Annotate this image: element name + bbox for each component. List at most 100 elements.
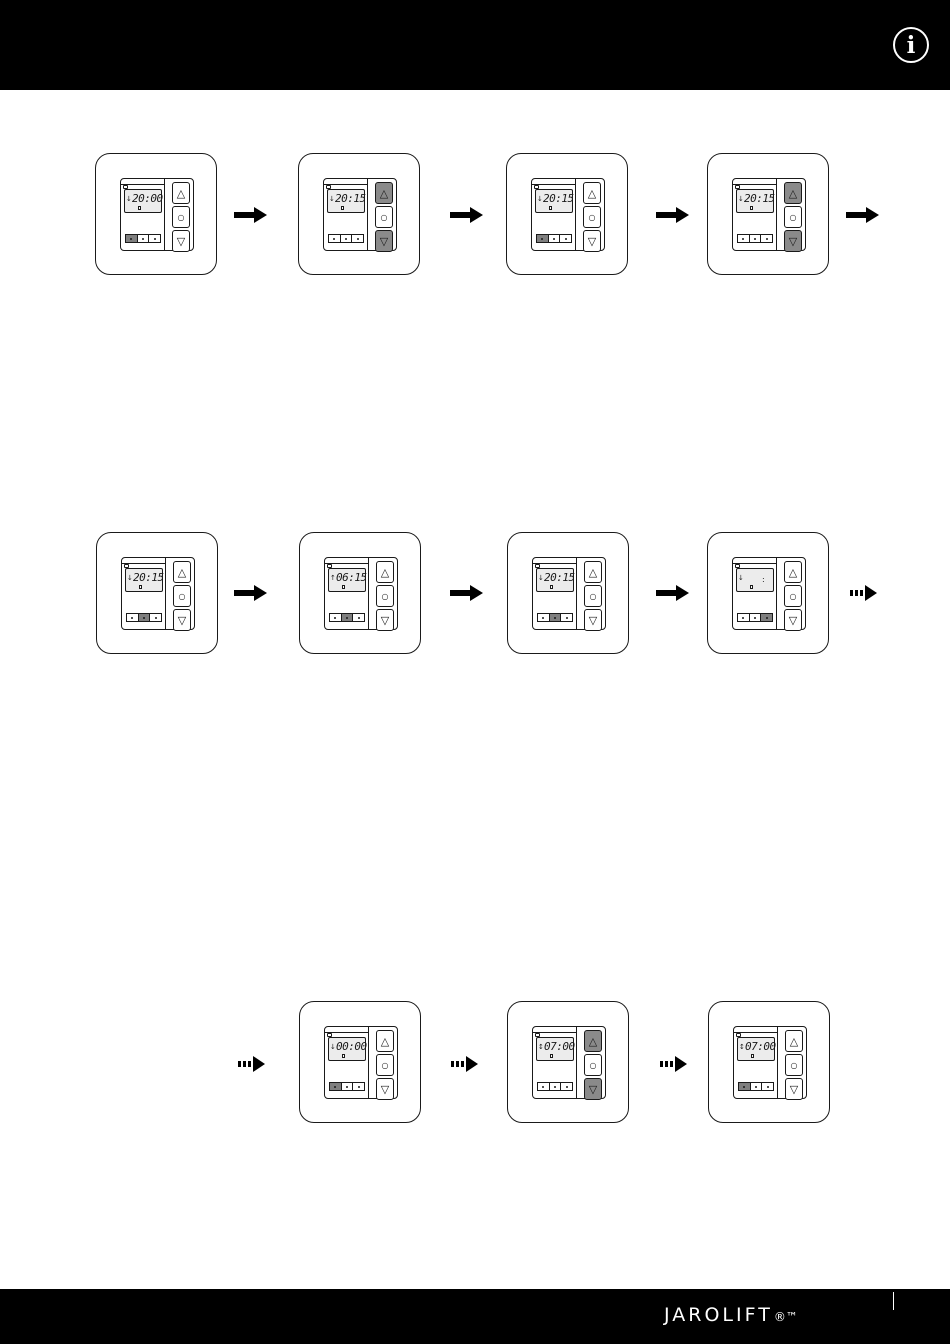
mode-button[interactable] xyxy=(342,614,354,621)
ok-key[interactable]: ○ xyxy=(583,206,601,228)
direction-icon: ↕ xyxy=(739,1044,745,1051)
ok-key[interactable]: ○ xyxy=(376,1054,394,1076)
ok-key[interactable]: ○ xyxy=(584,1054,602,1076)
ok-key[interactable]: ○ xyxy=(376,585,394,607)
footer-bar xyxy=(0,1289,950,1344)
mode-button[interactable] xyxy=(750,235,762,242)
down-key[interactable]: ▽ xyxy=(376,1078,394,1100)
up-key[interactable]: △ xyxy=(376,561,394,583)
direction-icon: ↕ xyxy=(538,1044,544,1051)
up-key[interactable]: △ xyxy=(784,182,802,204)
mode-button[interactable] xyxy=(751,1083,763,1090)
down-key[interactable]: ▽ xyxy=(584,609,602,631)
down-key[interactable]: ▽ xyxy=(784,230,802,252)
up-key[interactable]: △ xyxy=(376,1030,394,1052)
ok-key[interactable]: ○ xyxy=(584,585,602,607)
up-key[interactable]: △ xyxy=(784,561,802,583)
lcd-display: ↓ 20:15 xyxy=(736,189,774,213)
mode-button[interactable] xyxy=(550,614,562,621)
direction-icon: ↓ xyxy=(127,575,133,582)
dashed-arrow-icon xyxy=(238,1056,272,1072)
up-key[interactable]: △ xyxy=(583,182,601,204)
mode-button[interactable] xyxy=(538,1083,550,1090)
lcd-indicator xyxy=(341,206,344,210)
lcd-time: 07:00 xyxy=(544,1040,574,1054)
mode-button[interactable] xyxy=(150,614,161,621)
lcd-indicator xyxy=(750,206,753,210)
down-key[interactable]: ▽ xyxy=(584,1078,602,1100)
mode-button[interactable] xyxy=(342,1083,354,1090)
mode-button[interactable] xyxy=(330,1083,342,1090)
mode-button[interactable] xyxy=(761,614,772,621)
up-key[interactable]: △ xyxy=(584,1030,602,1052)
mode-button[interactable] xyxy=(561,1083,572,1090)
mode-button[interactable] xyxy=(352,235,363,242)
mode-button[interactable] xyxy=(139,614,151,621)
dashed-arrow-icon xyxy=(451,1056,485,1072)
mode-button[interactable] xyxy=(739,1083,751,1090)
up-key[interactable]: △ xyxy=(173,561,191,583)
direction-icon: ↓ xyxy=(329,196,335,203)
mode-button[interactable] xyxy=(330,614,342,621)
mode-button[interactable] xyxy=(138,235,150,242)
up-key[interactable]: △ xyxy=(172,182,190,204)
mode-button[interactable] xyxy=(127,614,139,621)
lcd-indicator xyxy=(549,206,552,210)
ok-key[interactable]: ○ xyxy=(784,585,802,607)
mode-button[interactable] xyxy=(738,235,750,242)
ok-key[interactable]: ○ xyxy=(375,206,393,228)
info-icon[interactable]: i xyxy=(893,27,929,63)
down-key[interactable]: ▽ xyxy=(784,609,802,631)
down-key[interactable]: ▽ xyxy=(785,1078,803,1100)
mode-button[interactable] xyxy=(329,235,341,242)
ok-key[interactable]: ○ xyxy=(784,206,802,228)
lcd-indicator xyxy=(751,1054,754,1058)
clock-icon xyxy=(735,185,740,189)
plate-divider xyxy=(575,178,576,251)
down-key[interactable]: ▽ xyxy=(375,230,393,252)
mode-button[interactable] xyxy=(561,614,572,621)
brand-trademark: ®™ xyxy=(774,1310,798,1324)
mode-button[interactable] xyxy=(762,1083,773,1090)
ok-key[interactable]: ○ xyxy=(785,1054,803,1076)
device-faceplate: ↓ 20:00 △ ○ ▽ xyxy=(120,178,194,251)
device-r3-2: ↕ 07:00 △ ○ ▽ xyxy=(507,1001,629,1123)
footer-divider xyxy=(893,1292,894,1310)
mode-button[interactable] xyxy=(537,235,549,242)
mode-button[interactable] xyxy=(341,235,353,242)
mode-button[interactable] xyxy=(353,614,364,621)
mode-button-row xyxy=(536,234,572,243)
mode-button[interactable] xyxy=(126,235,138,242)
down-key[interactable]: ▽ xyxy=(173,609,191,631)
mode-button[interactable] xyxy=(750,614,762,621)
up-key[interactable]: △ xyxy=(584,561,602,583)
mode-button-row xyxy=(125,234,161,243)
mode-button[interactable] xyxy=(549,235,561,242)
mode-button[interactable] xyxy=(353,1083,364,1090)
mode-button[interactable] xyxy=(738,614,750,621)
mode-button[interactable] xyxy=(538,614,550,621)
ok-key[interactable]: ○ xyxy=(173,585,191,607)
down-key[interactable]: ▽ xyxy=(376,609,394,631)
mode-button[interactable] xyxy=(560,235,571,242)
up-key[interactable]: △ xyxy=(375,182,393,204)
mode-button-row xyxy=(737,234,773,243)
clock-icon xyxy=(534,185,539,189)
up-key[interactable]: △ xyxy=(785,1030,803,1052)
direction-icon: ↓ xyxy=(738,196,744,203)
clock-icon xyxy=(123,185,128,189)
lcd-display: ↕ 07:00 xyxy=(737,1037,775,1061)
down-key[interactable]: ▽ xyxy=(172,230,190,252)
mode-button[interactable] xyxy=(761,235,772,242)
direction-icon: ↓ xyxy=(537,196,543,203)
device-r2-3: ↓ 20:15 △ ○ ▽ xyxy=(507,532,629,654)
mode-button[interactable] xyxy=(550,1083,562,1090)
ok-key[interactable]: ○ xyxy=(172,206,190,228)
device-faceplate: ↓ : △ ○ ▽ xyxy=(732,557,806,630)
device-r1-1: ↓ 20:00 △ ○ ▽ xyxy=(95,153,217,275)
mode-button[interactable] xyxy=(149,235,160,242)
device-faceplate: ↓ 00:00 △ ○ ▽ xyxy=(324,1026,398,1099)
down-key[interactable]: ▽ xyxy=(583,230,601,252)
lcd-display: ↓ 20:15 xyxy=(125,568,163,592)
lcd-display: ↑ 06:15 xyxy=(328,568,366,592)
